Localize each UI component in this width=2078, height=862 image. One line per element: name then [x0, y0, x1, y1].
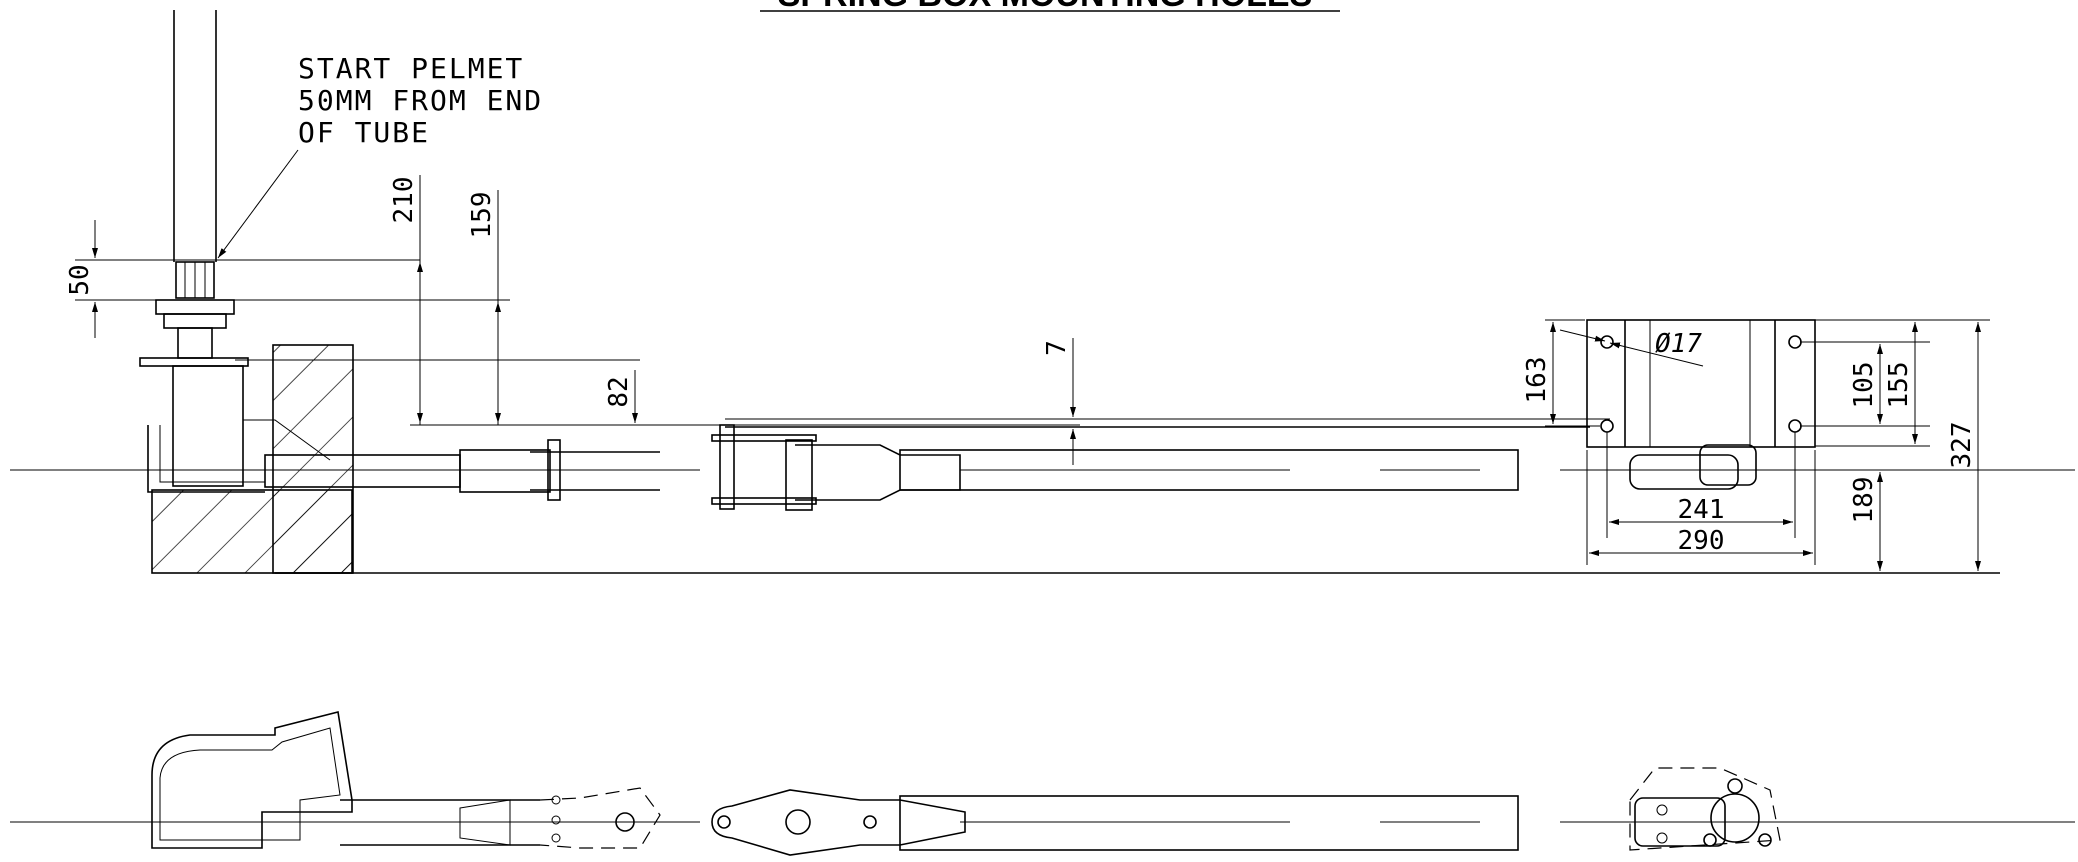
note-line-3: OF TUBE: [298, 116, 430, 149]
title-block: SPRING BOX MOUNTING HOLES: [760, 0, 1340, 14]
mounting-hole: [1600, 419, 1614, 433]
dim-50: 50: [65, 264, 95, 295]
dim-163: 163: [1522, 357, 1552, 404]
vertical-tube: [139, 10, 249, 487]
side-left-arm: [340, 787, 661, 849]
dim-290: 290: [1678, 526, 1725, 556]
mounting-hole: [1600, 335, 1614, 349]
spring-box: [1586, 319, 1816, 490]
dim-189: 189: [1849, 477, 1879, 524]
dim-82: 82: [604, 376, 634, 407]
dim-210: 210: [389, 177, 419, 224]
top-view: 50 210 159 82 7 163: [10, 10, 2075, 574]
mounting-hole: [1788, 335, 1802, 349]
dimensions-spring-box: 163 Ø17 105 155 327 189 241 290: [1522, 319, 1990, 574]
drawing-title: SPRING BOX MOUNTING HOLES: [778, 0, 1313, 14]
dim-159: 159: [467, 192, 497, 239]
side-bracket: [151, 711, 353, 849]
dim-17: Ø17: [1655, 329, 1702, 359]
right-arm: [711, 424, 1519, 511]
dimensions-center: 7: [725, 338, 1610, 465]
dim-105: 105: [1849, 362, 1879, 409]
side-view: [10, 711, 2075, 856]
side-right-arm: [711, 789, 1519, 856]
dimensions-left: 50 210 159 82: [65, 175, 1080, 426]
side-spring-box: [1629, 767, 1781, 851]
dim-241: 241: [1678, 495, 1725, 525]
dim-327: 327: [1947, 422, 1977, 469]
pelmet-note: START PELMET 50MM FROM END OF TUBE: [217, 52, 543, 259]
note-line-1: START PELMET: [298, 52, 524, 85]
dim-7: 7: [1042, 340, 1072, 356]
dim-155: 155: [1884, 362, 1914, 409]
left-arm: [264, 439, 660, 501]
mounting-hole: [1788, 419, 1802, 433]
wall-section: [147, 344, 2000, 574]
note-leader: [217, 149, 299, 259]
note-line-2: 50MM FROM END: [298, 84, 543, 117]
